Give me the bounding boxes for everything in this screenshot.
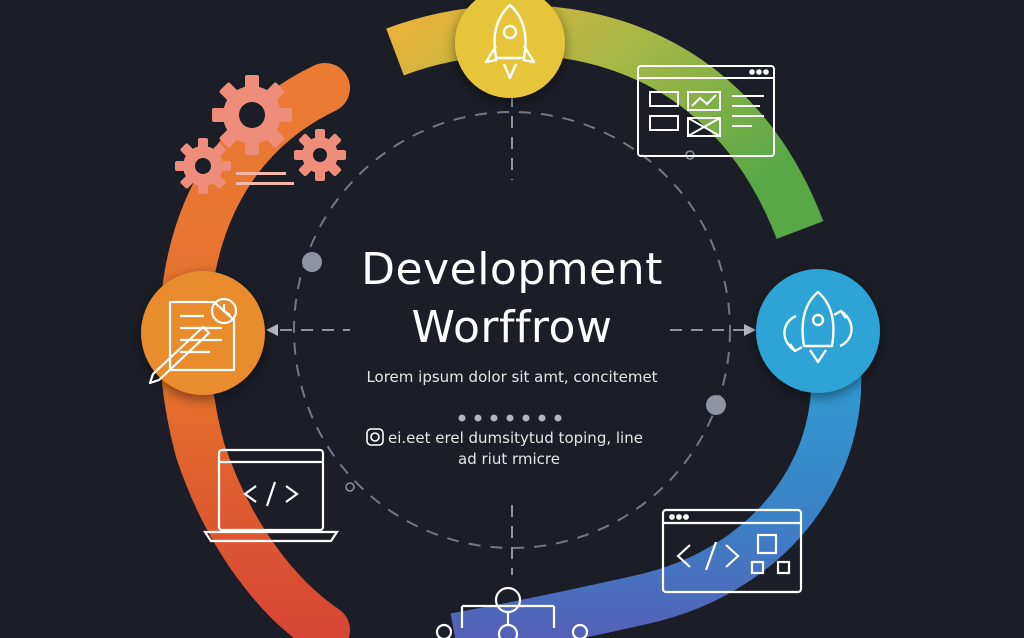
- diagram-subtitle: Lorem ipsum dolor sit amt, concitemet: [366, 368, 658, 386]
- diagram-title-line2: Worffrow: [411, 302, 613, 353]
- document-node: [141, 271, 265, 395]
- description-bullet-icon: [366, 428, 384, 446]
- diagram-description-line1: ei.eet erel dumsitytud toping, line: [388, 429, 643, 447]
- ring-segment-launch: [386, 5, 824, 240]
- laptop-code-icon: [202, 448, 340, 543]
- rocket-node: [455, 0, 565, 98]
- axis-arrows: [266, 324, 756, 336]
- document-pencil-icon: [148, 297, 238, 385]
- ring-segments: [159, 5, 862, 638]
- gears-icon: [175, 75, 346, 194]
- axis-lines: [280, 95, 745, 575]
- ring-segment-plan: [159, 63, 350, 638]
- orbit-dots: [302, 150, 726, 492]
- inner-dashed-circle: [293, 111, 731, 549]
- ring-segment-deploy: [450, 323, 862, 638]
- diagram-description-line2: ad riut rmicre: [458, 450, 560, 468]
- rocket-cycle-node: [756, 269, 880, 393]
- dashboard-window-icon: [637, 65, 775, 157]
- dot-row: [458, 414, 562, 422]
- rocket-icon: [484, 3, 536, 80]
- rocket-cycle-icon: [783, 290, 853, 364]
- code-window-icon: [661, 508, 803, 594]
- gear-hierarchy-icon: [435, 586, 589, 638]
- diagram-title-line1: Development: [361, 244, 663, 295]
